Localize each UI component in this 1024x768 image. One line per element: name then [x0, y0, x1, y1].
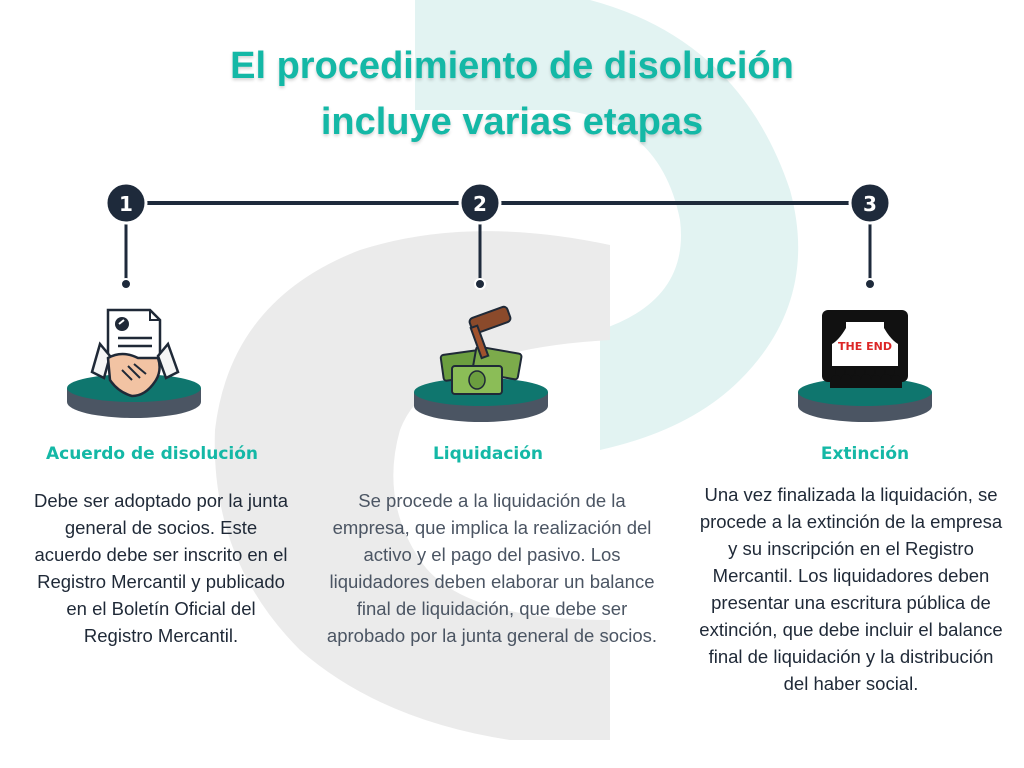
step-2-dot: [474, 278, 486, 290]
step-1-description: Debe ser adoptado por la junta general d…: [33, 490, 289, 646]
step-2-illustration: [412, 300, 552, 425]
title-line-2: incluye varias etapas: [320, 101, 704, 143]
step-2-badge: [458, 181, 502, 225]
the-end-label: THE END: [838, 340, 892, 353]
step-3-description: Una vez finalizada la liquidación, se pr…: [699, 484, 1003, 694]
step-1-badge: [104, 181, 148, 225]
step-1-number: 1: [119, 192, 133, 216]
step-1-dot: [120, 278, 132, 290]
gavel-money-icon: [439, 305, 523, 395]
timeline-step-1: 1: [104, 181, 148, 290]
step-3-number: 3: [863, 192, 877, 216]
step-3-illustration: THE END: [796, 300, 936, 425]
step-1-heading: Acuerdo de disolución: [45, 444, 259, 464]
page-title: El procedimiento de disolución incluye v…: [0, 38, 1024, 150]
handshake-contract-icon: [90, 308, 180, 398]
watermark-gray-arc: [214, 231, 610, 740]
step-2-heading: Liquidación: [432, 444, 544, 464]
title-line-1: El procedimiento de disolución: [230, 45, 794, 87]
watermark-teal-arc: [415, 0, 799, 450]
step-3-badge: [848, 181, 892, 225]
step-2-number: 2: [473, 192, 487, 216]
timeline-step-2: 2: [458, 181, 502, 290]
step-3-dot: [864, 278, 876, 290]
timeline: 1 2 3: [104, 181, 892, 290]
step-2-description: Se procede a la liquidación de la empres…: [326, 490, 658, 646]
theater-the-end-icon: THE END: [822, 310, 908, 388]
step-3-heading: Extinción: [820, 444, 910, 464]
step-1-illustration: [60, 300, 210, 425]
timeline-step-3: 3: [848, 181, 892, 290]
